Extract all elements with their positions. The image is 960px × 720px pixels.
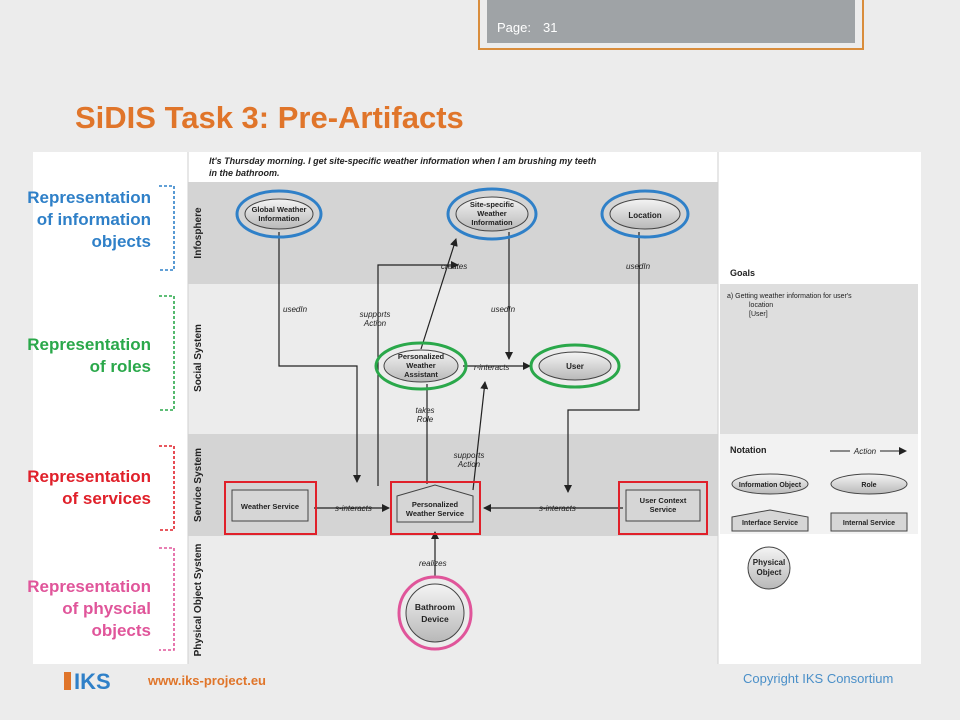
info-bracket <box>159 185 175 271</box>
goals-box <box>720 284 918 434</box>
edge-supports-2-line1: supports <box>454 451 485 460</box>
role-user: User <box>529 343 621 389</box>
notation-internal-service: Internal Service <box>830 512 908 532</box>
service-personalized-weather: Personalized Weather Service <box>390 481 481 535</box>
svg-text:User: User <box>566 362 584 371</box>
svg-text:User Context: User Context <box>640 496 687 505</box>
svg-text:Weather: Weather <box>477 209 507 218</box>
edge-supports-1-line2: Action <box>363 319 387 328</box>
rep-services-line-1: Representation <box>27 467 151 486</box>
edge-creates: creates <box>441 262 467 271</box>
slide-title: SiDIS Task 3: Pre-Artifacts <box>75 100 464 135</box>
roles-bracket <box>159 295 175 411</box>
svg-text:Internal Service: Internal Service <box>843 520 895 527</box>
svg-text:Physical: Physical <box>753 558 785 567</box>
svg-text:Information: Information <box>471 218 513 227</box>
svg-text:Weather Service: Weather Service <box>406 509 464 518</box>
iks-logo: IKS <box>64 668 136 694</box>
page-header-bar <box>487 0 855 43</box>
goals-heading: Goals <box>730 268 755 278</box>
svg-text:Device: Device <box>421 614 449 624</box>
rep-roles: Representation of roles <box>27 334 151 378</box>
svg-text:Location: Location <box>628 211 661 220</box>
page-number: 31 <box>543 20 558 35</box>
rep-services: Representation of services <box>27 466 151 510</box>
svg-text:Bathroom: Bathroom <box>415 602 456 612</box>
edge-takes-role-line1: takes <box>415 406 434 415</box>
edge-realizes: realizes <box>419 559 447 568</box>
page-label: Page: <box>497 20 531 35</box>
notation-action-label: Action <box>853 447 877 456</box>
service-weather: Weather Service <box>224 481 317 535</box>
svg-text:Information Object: Information Object <box>739 482 802 489</box>
layer-label-social: Social System <box>193 324 204 392</box>
services-bracket <box>159 445 175 531</box>
goal-item-line-3: [User] <box>749 311 768 318</box>
role-personalized-weather-assistant: Personalized Weather Assistant <box>374 341 468 391</box>
svg-text:Global Weather: Global Weather <box>252 205 307 214</box>
service-user-context: User Context Service <box>618 481 708 535</box>
edge-supports-1-line1: supports <box>360 310 391 319</box>
physical-object-bathroom-device: Bathroom Device <box>397 575 473 651</box>
svg-text:Weather Service: Weather Service <box>241 502 299 511</box>
svg-text:IKS: IKS <box>74 669 111 692</box>
footer-copyright: Copyright IKS Consortium <box>743 671 894 686</box>
svg-text:Personalized: Personalized <box>412 500 459 509</box>
info-object-site-specific-weather: Site-specific Weather Information <box>446 187 538 241</box>
notation-role: Role <box>830 473 908 495</box>
rep-roles-line-1: Representation <box>27 335 151 354</box>
layer-label-service: Service System <box>193 448 204 522</box>
pre-artifacts-diagram: It's Thursday morning. I get site-specif… <box>33 152 918 664</box>
info-object-global-weather: Global Weather Information <box>235 189 323 239</box>
edge-s-interacts-1: s-interacts <box>335 504 372 513</box>
edge-r-interacts: r-interacts <box>474 363 509 372</box>
edge-usedin-1: usedIn <box>283 305 308 314</box>
edge-usedin-2: usedIn <box>491 305 516 314</box>
svg-text:Site-specific: Site-specific <box>470 200 514 209</box>
scenario-line-2: in the bathroom. <box>209 168 280 178</box>
svg-text:Assistant: Assistant <box>404 370 438 379</box>
edge-s-interacts-2: s-interacts <box>539 504 576 513</box>
rep-information-objects: Representation of information objects <box>27 187 151 253</box>
rep-physical-objects: Representation of physcial objects <box>27 576 151 642</box>
notation-interface-service: Interface Service <box>731 509 809 532</box>
edge-usedin-3: usedIn <box>626 262 651 271</box>
goal-item-line-1: a) Getting weather information for user'… <box>727 293 852 300</box>
svg-text:Weather: Weather <box>406 361 436 370</box>
rep-info-line-2: of information <box>36 210 151 229</box>
rep-info-line-3: objects <box>91 232 151 251</box>
rep-roles-line-2: of roles <box>89 357 151 376</box>
rep-services-line-2: of services <box>62 489 151 508</box>
rep-phys-line-1: Representation <box>27 577 151 596</box>
notation-information-object: Information Object <box>731 473 809 495</box>
svg-text:Personalized: Personalized <box>398 352 445 361</box>
goal-item-line-2: location <box>749 302 773 309</box>
svg-text:Information: Information <box>258 214 300 223</box>
rep-info-line-1: Representation <box>27 188 151 207</box>
iks-logo-mark: IKS <box>64 669 111 694</box>
svg-text:Object: Object <box>757 568 782 577</box>
diagram-panel: It's Thursday morning. I get site-specif… <box>33 152 921 664</box>
info-object-location: Location <box>600 189 690 239</box>
rep-phys-line-3: objects <box>91 621 151 640</box>
svg-text:Interface Service: Interface Service <box>742 520 798 527</box>
notation-physical-object: Physical Object <box>747 546 791 590</box>
edge-takes-role-line2: Role <box>417 415 434 424</box>
svg-text:Service: Service <box>650 505 677 514</box>
edge-supports-2-line2: Action <box>457 460 481 469</box>
layer-label-infosphere: Infosphere <box>193 207 204 259</box>
footer-website-link[interactable]: www.iks-project.eu <box>148 673 266 688</box>
rep-phys-line-2: of physcial <box>62 599 151 618</box>
scenario-line-1: It's Thursday morning. I get site-specif… <box>209 156 597 166</box>
notation-heading: Notation <box>730 445 767 455</box>
layer-label-physical: Physical Object System <box>193 543 204 656</box>
physical-bracket <box>159 547 175 651</box>
svg-text:Role: Role <box>861 482 876 489</box>
